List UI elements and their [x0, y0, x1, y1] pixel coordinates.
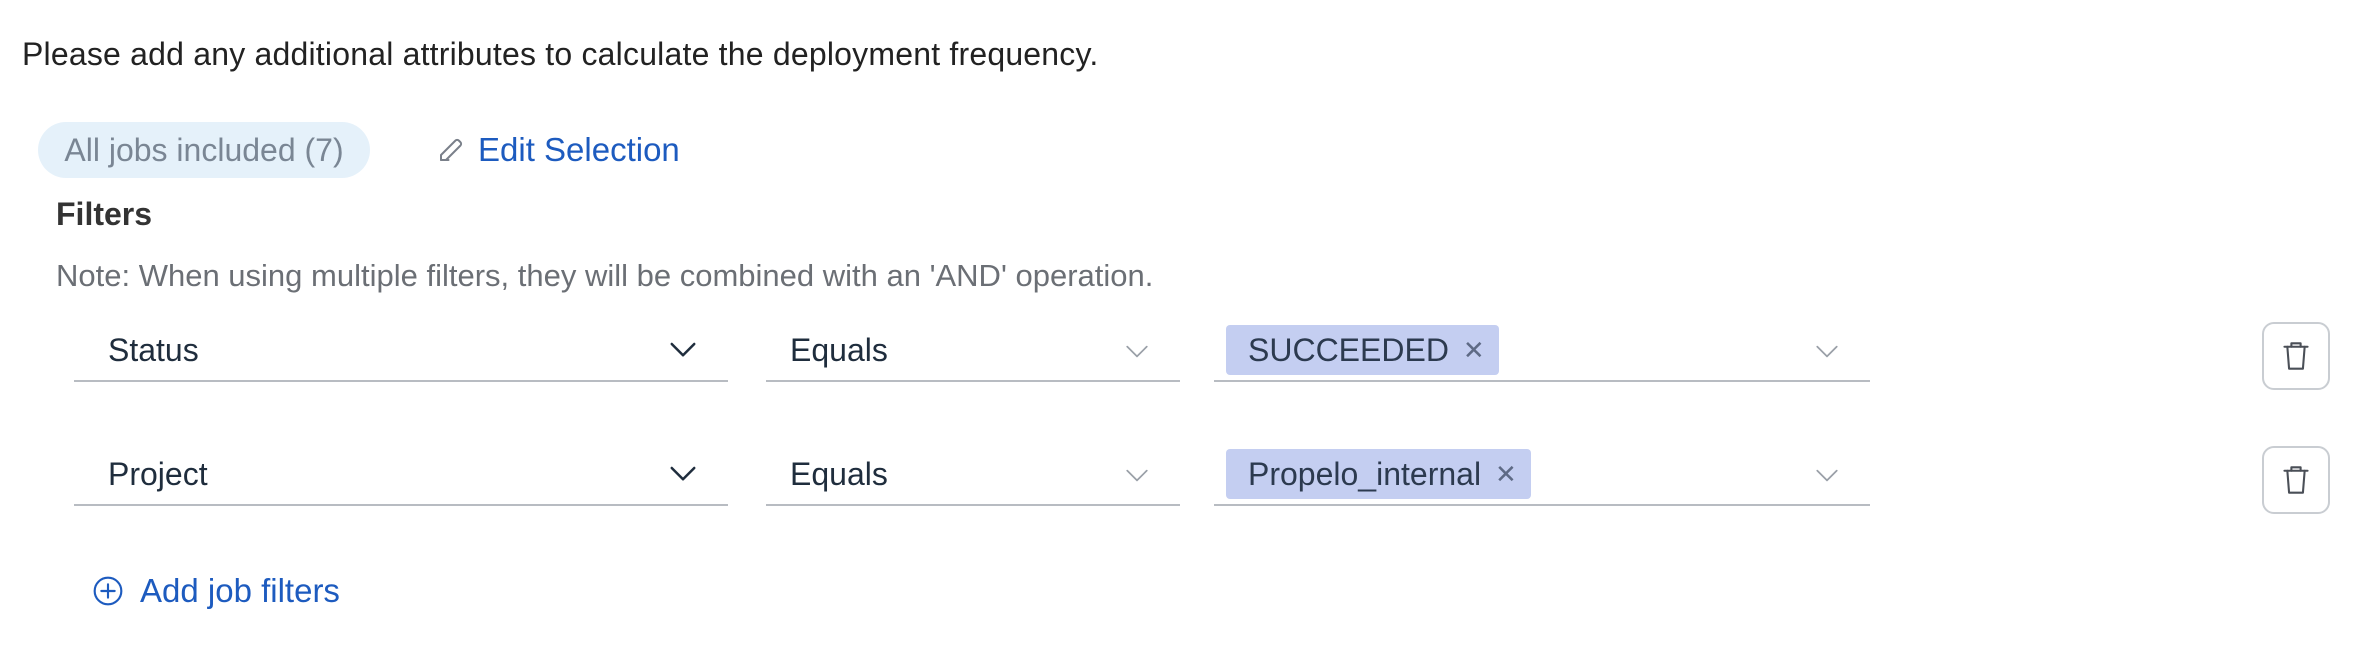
chevron-down-icon: [1126, 469, 1148, 482]
filter-values-select[interactable]: Propelo_internal ✕: [1214, 444, 1870, 506]
chevron-down-icon: [670, 342, 696, 357]
chevron-down-icon: [1816, 469, 1838, 482]
close-icon[interactable]: ✕: [1462, 334, 1485, 365]
chevron-down-icon: [1816, 345, 1838, 358]
chevron-down-icon: [670, 466, 696, 481]
filter-field-value: Project: [108, 455, 208, 492]
filter-field-select[interactable]: Status: [74, 320, 728, 382]
edit-selection-button[interactable]: Edit Selection: [436, 128, 680, 172]
tag-label: Propelo_internal: [1248, 455, 1482, 492]
filter-operator-select[interactable]: Equals: [766, 320, 1180, 382]
jobs-included-chip: All jobs included (7): [38, 122, 370, 178]
edit-selection-label: Edit Selection: [478, 131, 680, 168]
trash-icon: [2283, 342, 2309, 370]
filter-operator-value: Equals: [790, 331, 888, 368]
delete-filter-button[interactable]: [2262, 446, 2330, 514]
chevron-down-icon: [1126, 345, 1148, 358]
trash-icon: [2283, 466, 2309, 494]
pencil-icon: [440, 138, 463, 161]
filter-field-value: Status: [108, 331, 199, 368]
close-icon[interactable]: ✕: [1495, 458, 1517, 489]
plus-circle-icon: [93, 576, 123, 606]
filter-value-tag: SUCCEEDED ✕: [1226, 325, 1499, 375]
filter-value-tag: Propelo_internal ✕: [1226, 449, 1531, 499]
tag-label: SUCCEEDED: [1248, 331, 1449, 368]
intro-text: Please add any additional attributes to …: [22, 36, 1099, 72]
filter-operator-select[interactable]: Equals: [766, 444, 1180, 506]
add-job-filters-label: Add job filters: [140, 572, 340, 609]
filters-note: Note: When using multiple filters, they …: [56, 258, 1154, 293]
filter-field-select[interactable]: Project: [74, 444, 728, 506]
delete-filter-button[interactable]: [2262, 322, 2330, 390]
filter-values-select[interactable]: SUCCEEDED ✕: [1214, 320, 1870, 382]
filters-heading: Filters: [56, 196, 153, 232]
add-job-filters-button[interactable]: Add job filters: [92, 572, 340, 610]
filter-operator-value: Equals: [790, 455, 888, 492]
